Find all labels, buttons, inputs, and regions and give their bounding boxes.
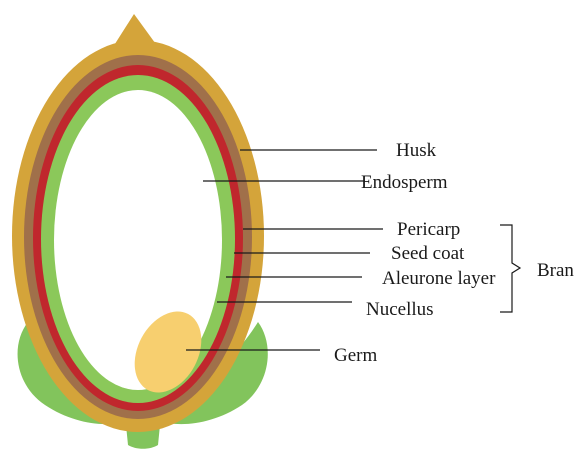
germ-label: Germ bbox=[334, 345, 377, 366]
labels: Husk Endosperm Pericarp Seed coat Aleuro… bbox=[334, 140, 574, 366]
bran-bracket bbox=[500, 225, 520, 312]
endosperm-label: Endosperm bbox=[361, 172, 448, 193]
nucellus-label: Nucellus bbox=[366, 299, 434, 320]
aleurone-layer-label: Aleurone layer bbox=[382, 268, 496, 289]
seed-coat-label: Seed coat bbox=[391, 243, 465, 264]
bran-label: Bran bbox=[537, 260, 574, 281]
husk-label: Husk bbox=[396, 140, 437, 161]
pericarp-label: Pericarp bbox=[397, 219, 460, 240]
